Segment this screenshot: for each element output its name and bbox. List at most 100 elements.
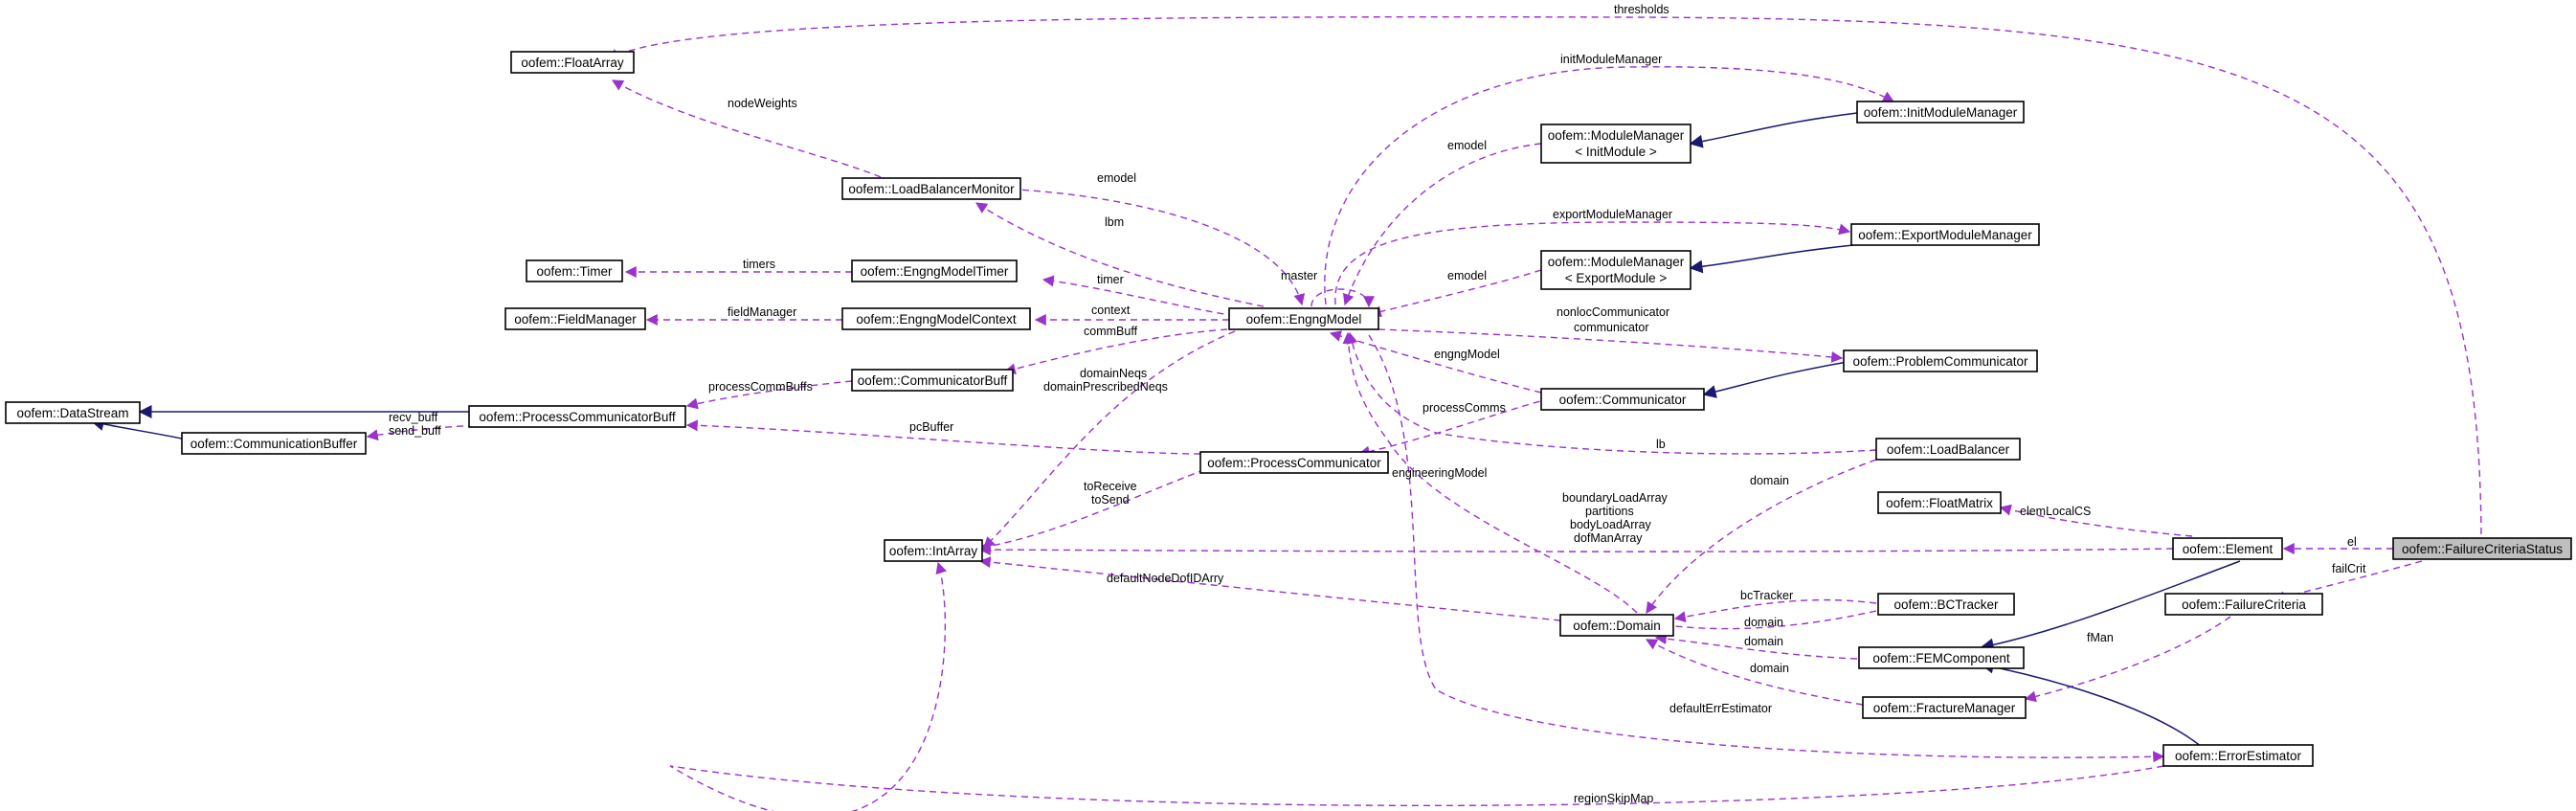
edge-labels: thresholds nodeWeights initModuleManager… — [389, 3, 2366, 805]
label-lb: lb — [1656, 438, 1666, 451]
label-domainneqs: domainNeqs — [1080, 367, 1147, 380]
label-partitions: partitions — [1585, 505, 1634, 518]
node-bctracker[interactable]: oofem::BCTracker — [1877, 593, 2015, 616]
edge-pcbuffer — [685, 419, 1201, 455]
node-engngmodelcontext-label: oofem::EngngModelContext — [856, 312, 1017, 327]
node-datastream[interactable]: oofem::DataStream — [5, 401, 141, 424]
edge-initmodulemanager — [1324, 66, 1895, 305]
node-errorestimator[interactable]: oofem::ErrorEstimator — [2162, 744, 2314, 767]
node-exportmodulemanager-label: oofem::ExportModuleManager — [1858, 228, 2032, 242]
label-communicator: communicator — [1574, 321, 1649, 334]
node-timer[interactable]: oofem::Timer — [526, 259, 623, 282]
label-emodel-lbm: emodel — [1097, 171, 1136, 185]
node-floatmatrix[interactable]: oofem::FloatMatrix — [1877, 491, 2002, 514]
node-datastream-label: oofem::DataStream — [16, 406, 128, 420]
node-fracturemanager[interactable]: oofem::FractureManager — [1862, 696, 2027, 719]
edge-failcrit — [2273, 560, 2423, 603]
label-defaultnodedofidarry: defaultNodeDofIDArry — [1107, 572, 1224, 585]
node-modulemanager-export[interactable]: oofem::ModuleManager < ExportModule > — [1540, 250, 1691, 290]
label-nodeweights: nodeWeights — [728, 97, 797, 110]
node-bctracker-label: oofem::BCTracker — [1893, 597, 1999, 612]
edge-bctracker — [1673, 598, 1877, 623]
label-send-buff: send_buff — [389, 424, 441, 438]
label-bctracker: bcTracker — [1740, 589, 1793, 602]
node-problemcommunicator[interactable]: oofem::ProblemCommunicator — [1843, 349, 2038, 372]
label-defaulterrestimator: defaultErrEstimator — [1669, 702, 1772, 715]
label-initmodulemanager: initModuleManager — [1560, 53, 1662, 66]
edge-commbuff — [1003, 328, 1228, 375]
label-commbuff: commBuff — [1084, 325, 1138, 338]
edge-toreceive — [978, 464, 1217, 552]
node-fieldmanager[interactable]: oofem::FieldManager — [504, 307, 646, 330]
node-engngmodel-label: oofem::EngngModel — [1246, 312, 1362, 327]
node-domain[interactable]: oofem::Domain — [1559, 614, 1674, 637]
edge-inherit-exportmodulemanager — [1689, 244, 1854, 274]
node-initmodulemanager[interactable]: oofem::InitModuleManager — [1856, 101, 2025, 124]
node-communicatorbuff[interactable]: oofem::CommunicatorBuff — [851, 369, 1014, 392]
label-processcomms: processComms — [1422, 401, 1506, 415]
node-errorestimator-label: oofem::ErrorEstimator — [2175, 749, 2302, 763]
node-processcommunicator-label: oofem::ProcessCommunicator — [1207, 456, 1381, 470]
node-loadbalancer[interactable]: oofem::LoadBalancer — [1875, 438, 2021, 461]
edge-master — [1310, 288, 1375, 308]
nodes: oofem::FloatArray oofem::LoadBalancerMon… — [5, 51, 2572, 767]
label-domain-bc: domain — [1744, 616, 1783, 629]
label-emodel-init: emodel — [1447, 139, 1487, 152]
node-engngmodel[interactable]: oofem::EngngModel — [1228, 307, 1379, 330]
label-elemlocalcs: elemLocalCS — [2020, 505, 2091, 518]
label-timers: timers — [743, 258, 775, 271]
label-fieldmanager: fieldManager — [728, 305, 796, 319]
edge-elemlocalcs — [1999, 504, 2193, 537]
edge-processcommbuffs — [685, 380, 853, 410]
label-timer: timer — [1097, 273, 1124, 286]
node-processcommunicatorbuff[interactable]: oofem::ProcessCommunicatorBuff — [468, 405, 686, 428]
node-communicationbuffer[interactable]: oofem::CommunicationBuffer — [181, 432, 367, 455]
label-context: context — [1091, 304, 1131, 317]
label-domain-frac: domain — [1750, 662, 1789, 675]
node-communicator[interactable]: oofem::Communicator — [1540, 388, 1705, 411]
label-domain-lb: domain — [1750, 474, 1789, 487]
node-timer-label: oofem::Timer — [536, 264, 613, 279]
edge-inherit-problemcommunicator — [1702, 361, 1848, 398]
edge-domainneqs — [983, 330, 1236, 549]
node-femcomponent-label: oofem::FEMComponent — [1872, 651, 2010, 665]
edge-emodel-init — [1342, 143, 1542, 306]
node-modulemanager-export-label: oofem::ModuleManager — [1548, 255, 1685, 269]
node-intarray-label: oofem::IntArray — [889, 544, 978, 558]
edge-fman — [2024, 616, 2231, 703]
label-failcrit: failCrit — [2332, 562, 2366, 575]
node-communicationbuffer-label: oofem::CommunicationBuffer — [190, 437, 358, 451]
node-floatmatrix-label: oofem::FloatMatrix — [1886, 496, 1993, 510]
node-floatarray[interactable]: oofem::FloatArray — [510, 51, 635, 74]
label-domainprescribedneqs: domainPrescribedNeqs — [1043, 380, 1168, 394]
node-intarray[interactable]: oofem::IntArray — [884, 539, 983, 562]
node-engngmodeltimer[interactable]: oofem::EngngModelTimer — [851, 259, 1018, 282]
node-problemcommunicator-label: oofem::ProblemCommunicator — [1852, 354, 2028, 369]
label-lbm: lbm — [1105, 215, 1124, 229]
edge-nodeweights — [611, 79, 882, 178]
node-fieldmanager-label: oofem::FieldManager — [514, 312, 637, 327]
label-thresholds: thresholds — [1614, 3, 1669, 16]
node-loadbalancermonitor[interactable]: oofem::LoadBalancerMonitor — [841, 177, 1021, 200]
node-failurecriteria[interactable]: oofem::FailureCriteria — [2164, 593, 2323, 616]
label-fman: fMan — [2087, 631, 2114, 644]
label-domain-fem: domain — [1744, 635, 1783, 648]
node-failurecriteriastatus[interactable]: oofem::FailureCriteriaStatus — [2392, 537, 2572, 560]
node-modulemanager-init[interactable]: oofem::ModuleManager < InitModule > — [1540, 124, 1691, 164]
edge-exportmodulemanager — [1334, 221, 1851, 305]
label-bodyloadarray: bodyLoadArray — [1570, 518, 1652, 531]
node-element[interactable]: oofem::Element — [2172, 537, 2283, 560]
node-failurecriteria-label: oofem::FailureCriteria — [2182, 597, 2306, 612]
edge-regionskipmap — [669, 561, 2164, 811]
node-domain-label: oofem::Domain — [1573, 619, 1661, 633]
node-femcomponent[interactable]: oofem::FEMComponent — [1858, 646, 2025, 669]
node-exportmodulemanager[interactable]: oofem::ExportModuleManager — [1850, 223, 2040, 246]
node-loadbalancermonitor-label: oofem::LoadBalancerMonitor — [848, 182, 1015, 196]
node-engngmodelcontext[interactable]: oofem::EngngModelContext — [841, 307, 1031, 330]
label-el: el — [2347, 535, 2357, 549]
edge-timer — [1042, 275, 1236, 317]
node-processcommunicatorbuff-label: oofem::ProcessCommunicatorBuff — [479, 410, 676, 424]
node-processcommunicator[interactable]: oofem::ProcessCommunicator — [1199, 451, 1389, 474]
label-exportmodulemanager: exportModuleManager — [1553, 208, 1672, 221]
